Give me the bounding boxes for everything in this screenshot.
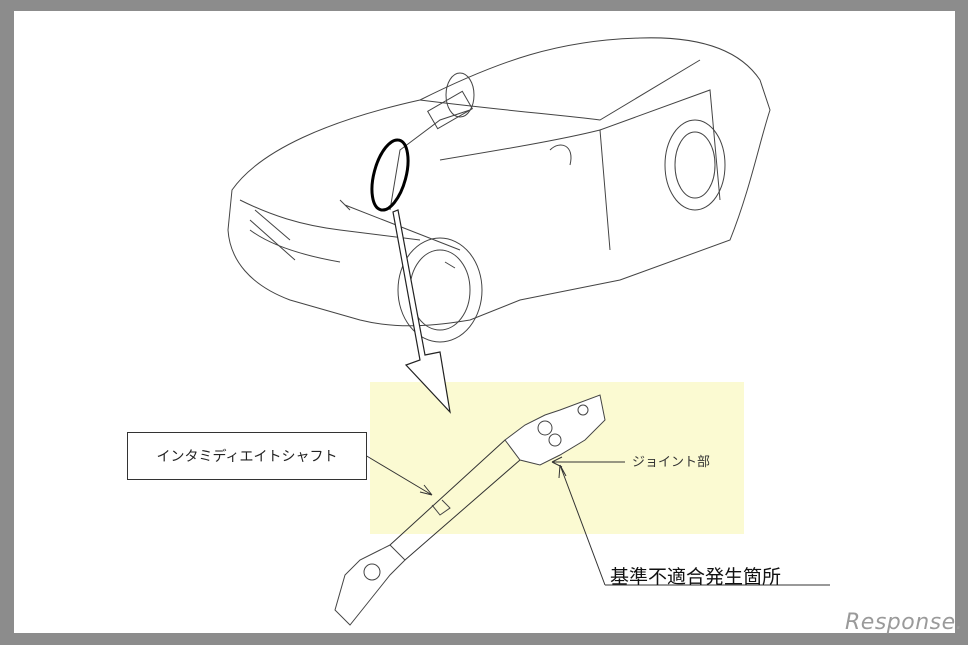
response-watermark: Response. [845,610,964,635]
detail-highlight-area [370,382,744,534]
defect-location-label: 基準不適合発生箇所 [610,566,782,588]
joint-label: ジョイント部 [632,455,711,470]
intermediate-shaft-label: インタミディエイトシャフト [127,432,367,480]
